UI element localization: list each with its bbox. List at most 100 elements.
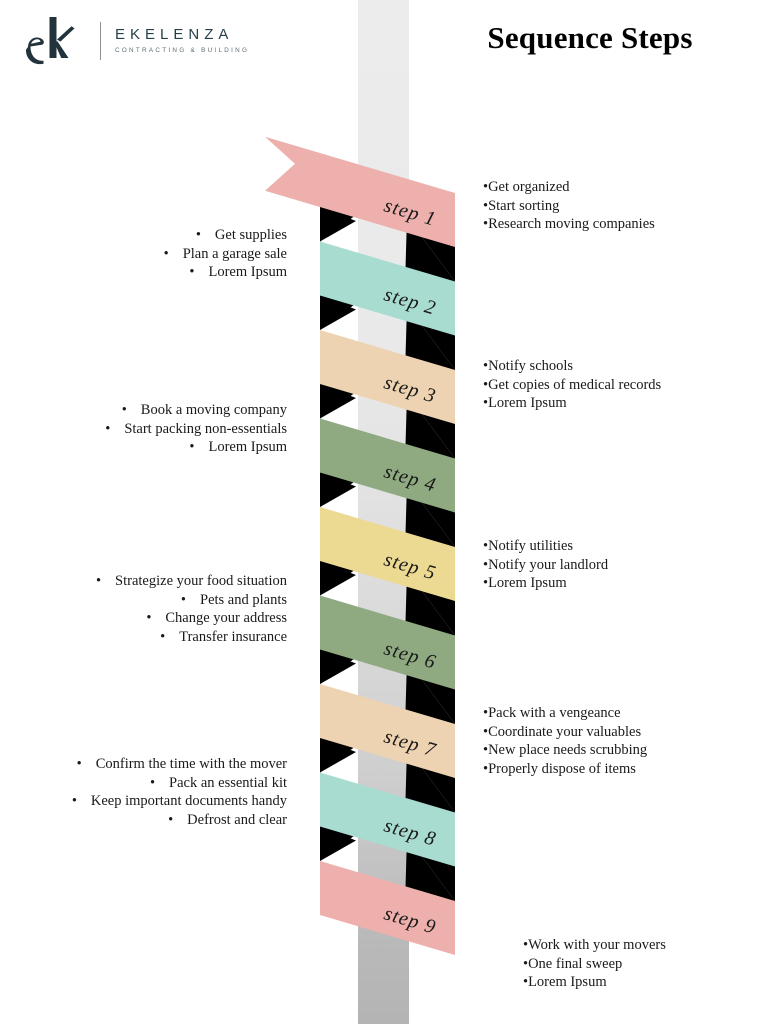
bullet-text: Lorem Ipsum — [208, 264, 287, 281]
bullet-text: Properly dispose of items — [488, 760, 636, 777]
bullet-text: One final sweep — [528, 955, 623, 972]
bullet-item: • Start packing non-essentials — [0, 420, 287, 439]
bullet-glyph-icon: • — [483, 179, 489, 195]
bullet-glyph-icon: • — [483, 538, 489, 554]
bullet-glyph-icon: • — [483, 395, 489, 412]
bullet-text: Notify schools — [488, 358, 574, 374]
bullet-item: •Notify schools — [483, 357, 661, 376]
bullet-text: Start packing non-essentials — [124, 420, 287, 437]
bullet-glyph-icon: • — [95, 573, 102, 589]
page-title: Sequence Steps — [487, 20, 693, 55]
page-header: EKELENZA CONTRACTING & BUILDING Sequence… — [0, 0, 768, 95]
bullet-glyph-icon: • — [523, 974, 529, 991]
brand-name: EKELENZA — [115, 26, 234, 44]
bullet-item: •Get organized — [483, 178, 655, 197]
bullet-text: Pack with a vengeance — [488, 705, 621, 721]
step-6-description: • Strategize your food situation • Pets and… — [0, 572, 287, 646]
bullet-text: Book a moving company — [140, 402, 287, 418]
bullet-glyph-icon: • — [195, 227, 201, 243]
bullet-glyph-icon: • — [71, 793, 77, 810]
bullet-item: •New place needs scrubbing — [483, 741, 647, 760]
bullet-item: • Lorem Ipsum — [0, 263, 287, 282]
bullet-text: Start sorting — [488, 197, 560, 214]
brand-logo: EKELENZA CONTRACTING & BUILDING — [22, 12, 249, 70]
bullet-item: • Strategize your food situation — [0, 572, 287, 591]
bullet-item: •Notify utilities — [483, 537, 608, 556]
step-4-description: • Book a moving company • Start packing non… — [0, 401, 287, 457]
bullet-text: Pets and plants — [200, 591, 287, 608]
bullet-glyph-icon: • — [483, 705, 489, 721]
step-7-description: •Pack with a vengeance•Coordinate your v… — [483, 704, 647, 778]
step-ribbon-6 — [320, 595, 455, 690]
bullet-glyph-icon: • — [483, 376, 489, 393]
bullet-item: •Lorem Ipsum — [483, 394, 661, 413]
step-ribbon-3 — [320, 330, 455, 424]
bullet-item: • Pack an essential kit — [0, 774, 287, 793]
bullet-text: Lorem Ipsum — [488, 395, 567, 412]
ek-monogram-icon — [25, 17, 75, 65]
bullet-item: •Notify your landlord — [483, 556, 608, 575]
bullet-text: Get supplies — [214, 227, 287, 243]
bullet-text: Plan a garage sale — [182, 245, 287, 262]
bullet-item: •Lorem Ipsum — [483, 574, 608, 593]
step-ribbon-1 — [265, 136, 455, 247]
brand-tagline: CONTRACTING & BUILDING — [115, 46, 250, 54]
bullet-glyph-icon: • — [189, 439, 195, 456]
bullet-text: Strategize your food situation — [115, 573, 287, 589]
bullet-text: Coordinate your valuables — [488, 723, 642, 740]
bullet-glyph-icon: • — [483, 723, 489, 740]
logo-wordmark: EKELENZA CONTRACTING & BUILDING — [115, 27, 249, 54]
bullet-item: •Lorem Ipsum — [523, 973, 666, 992]
bullet-text: Pack an essential kit — [169, 774, 287, 791]
bullet-glyph-icon: • — [76, 756, 82, 772]
bullet-item: •Transfer insurance — [0, 628, 287, 647]
bullet-text: Keep important documents handy — [90, 793, 287, 810]
bullet-glyph-icon: • — [105, 420, 111, 437]
step-9-description: •Work with your movers•One final sweep•L… — [523, 936, 666, 992]
step-ribbon-5 — [320, 507, 455, 601]
bullet-text: Lorem Ipsum — [208, 439, 287, 456]
bullet-item: •Work with your movers — [523, 936, 666, 955]
step-ribbon-2 — [320, 241, 455, 336]
bullet-text: Work with your movers — [528, 937, 666, 953]
bullet-text: Confirm the time with the mover — [95, 756, 287, 772]
bullet-glyph-icon: • — [189, 264, 195, 281]
bullet-text: Get copies of medical records — [488, 376, 662, 393]
bullet-item: • Get supplies — [0, 226, 287, 245]
bullet-item: •Research moving companies — [483, 215, 655, 234]
bullet-glyph-icon: • — [523, 955, 529, 972]
bullet-glyph-icon: • — [160, 628, 166, 645]
bullet-glyph-icon: • — [146, 610, 152, 627]
bullet-item: • Confirm the time with the mover — [0, 755, 287, 774]
bullet-item: •Properly dispose of items — [483, 760, 647, 779]
bullet-text: Change your address — [165, 610, 287, 627]
bullet-glyph-icon: • — [149, 774, 156, 791]
bullet-item: •Defrost and clear — [0, 811, 287, 830]
bullet-item: • Book a moving company — [0, 401, 287, 420]
bullet-glyph-icon: • — [483, 575, 489, 592]
bullet-text: Defrost and clear — [187, 811, 287, 828]
bullet-glyph-icon: • — [180, 591, 186, 608]
bullet-text: Research moving companies — [488, 216, 655, 233]
bullet-text: New place needs scrubbing — [488, 742, 648, 759]
step-5-description: •Notify utilities•Notify your landlord•L… — [483, 537, 608, 593]
bullet-item: •Plan a garage sale — [0, 245, 287, 264]
step-ribbon-4 — [320, 418, 455, 513]
bullet-item: •Start sorting — [483, 197, 655, 216]
bullet-item: • Keep important documents handy — [0, 792, 287, 811]
bullet-item: •Coordinate your valuables — [483, 723, 647, 742]
step-3-description: •Notify schools•Get copies of medical re… — [483, 357, 661, 413]
bullet-text: Get organized — [488, 179, 570, 195]
bullet-item: • Change your address — [0, 609, 287, 628]
step-2-description: •Get supplies•Plan a garage sale•Lorem I… — [0, 226, 287, 282]
bullet-glyph-icon: • — [523, 937, 529, 953]
bullet-item: •Get copies of medical records — [483, 376, 661, 395]
bullet-item: • Pets and plants — [0, 591, 287, 610]
step-8-description: • Confirm the time with the mover • Pack an… — [0, 755, 287, 829]
bullet-text: Lorem Ipsum — [528, 974, 607, 991]
bullet-glyph-icon: • — [121, 402, 127, 418]
bullet-text: Notify utilities — [488, 538, 574, 554]
bullet-glyph-icon: • — [483, 742, 489, 759]
